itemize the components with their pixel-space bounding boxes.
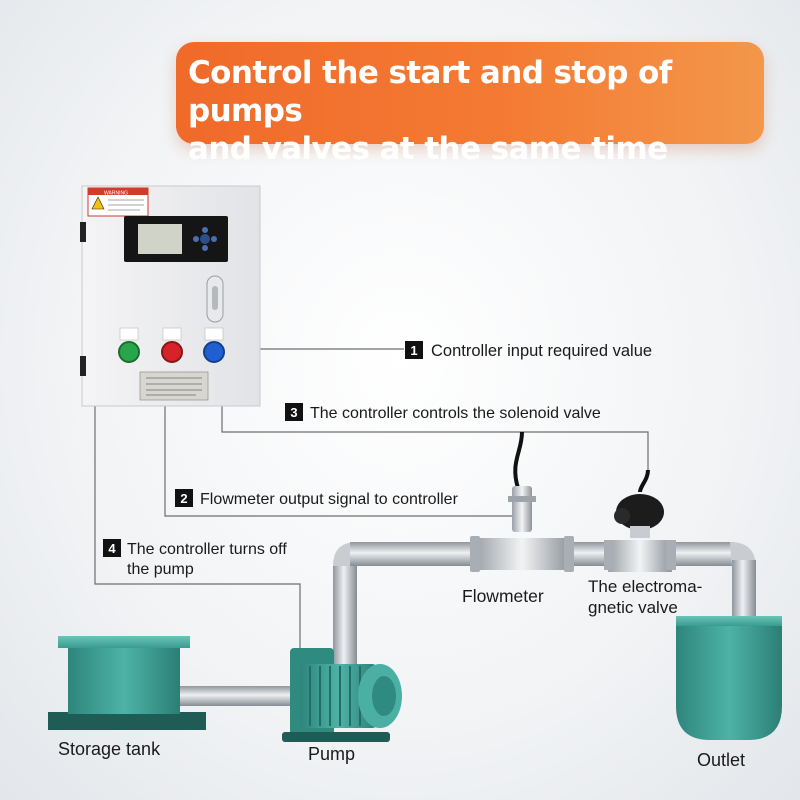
headline-line-2: and valves at the same time [188, 131, 668, 167]
warning-label: WARNING [104, 191, 128, 197]
step-4-text-line-1: The controller turns off [127, 541, 287, 558]
step-1: 1 Controller input required value [405, 341, 652, 360]
solenoid-valve [604, 469, 676, 572]
step-2-number: 2 [180, 491, 187, 506]
flowmeter-label: Flowmeter [462, 586, 544, 606]
pump-label: Pump [308, 744, 355, 764]
flowmeter [470, 431, 574, 572]
step-1-number: 1 [410, 343, 417, 358]
pipe-outlet-drop [732, 560, 756, 624]
storage-tank [48, 636, 206, 730]
outlet-label: Outlet [697, 750, 745, 770]
step-3: 3 The controller controls the solenoid v… [285, 403, 601, 422]
start-button[interactable] [118, 341, 140, 363]
step-2-text: Flowmeter output signal to controller [200, 491, 459, 508]
control-panel: WARNING [80, 185, 261, 407]
keypad-button[interactable] [200, 234, 210, 244]
reset-button[interactable] [203, 341, 225, 363]
signal-wires [94, 348, 649, 660]
nameplate [139, 371, 209, 401]
valve-label-line-2: gnetic valve [588, 598, 678, 617]
headline-banner: Control the start and stop of pumps and … [176, 42, 764, 167]
warning-icon [91, 196, 105, 210]
storage-tank-label: Storage tank [58, 739, 161, 759]
pipe-tank-to-pump [180, 686, 290, 706]
wire-step-4 [94, 405, 301, 660]
wire-step-2 [164, 405, 522, 517]
wire-step-3 [221, 405, 649, 470]
outlet-tank [676, 616, 782, 740]
step-4-number: 4 [108, 541, 116, 556]
pump [282, 648, 402, 742]
step-2: 2 Flowmeter output signal to controller [175, 489, 459, 508]
headline: Control the start and stop of pumps and … [188, 54, 758, 168]
step-4: 4 The controller turns off the pump [103, 539, 287, 578]
step-4-text-line-2: the pump [127, 561, 194, 578]
step-3-text: The controller controls the solenoid val… [310, 405, 601, 422]
headline-line-1: Control the start and stop of pumps [188, 55, 672, 129]
step-1-text: Controller input required value [431, 342, 652, 360]
stop-button[interactable] [161, 341, 183, 363]
valve-label-line-1: The electroma- [588, 577, 702, 596]
pipe-pump-riser [333, 566, 357, 664]
step-3-number: 3 [290, 405, 297, 420]
